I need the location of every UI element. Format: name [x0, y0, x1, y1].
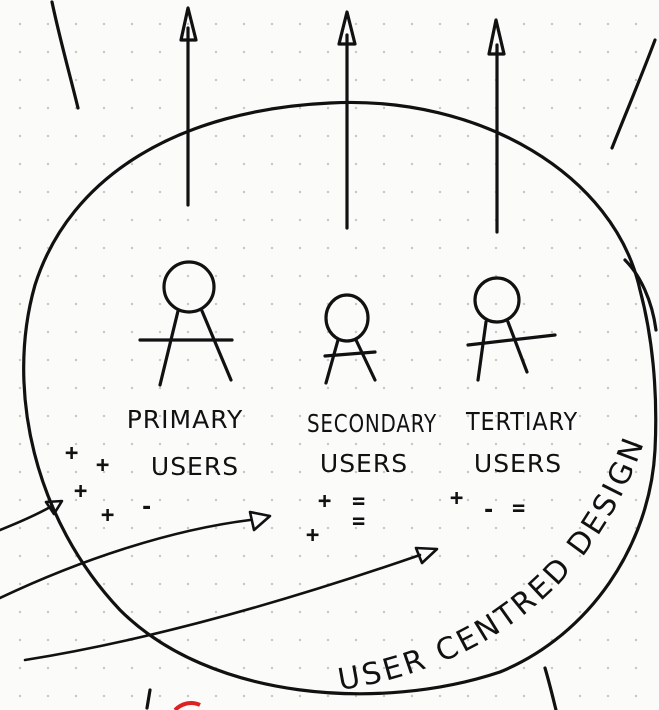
secondary-label-line1: SECONDARY — [307, 409, 437, 438]
boundary-circle — [24, 102, 656, 693]
secondary-sign: = — [352, 509, 365, 534]
red-mark — [175, 703, 200, 710]
person-icon — [468, 278, 555, 380]
corner-stroke-left — [52, 2, 78, 108]
primary-label-line1: PRIMARY — [127, 405, 244, 434]
bottom-stroke-left — [147, 690, 150, 708]
arrow-up-icon — [489, 20, 504, 232]
tertiary-label-line2: USERS — [474, 449, 562, 478]
tertiary-sign: + — [450, 486, 463, 511]
corner-stroke-right — [612, 40, 655, 148]
secondary-sign: + — [318, 489, 331, 514]
secondary-label-line2: USERS — [320, 449, 408, 478]
primary-sign: - — [140, 495, 153, 520]
bottom-stroke-right — [545, 668, 556, 710]
arrow-in-icon — [0, 501, 62, 530]
tertiary-sign: = — [512, 496, 525, 521]
arrow-up-icon — [181, 8, 196, 205]
arrow-in-icon — [0, 512, 270, 598]
tertiary-label-line1: TERTIARY — [465, 407, 578, 436]
tertiary-sign: - — [482, 498, 495, 523]
secondary-sign: + — [306, 523, 319, 548]
primary-label-line2: USERS — [151, 452, 239, 481]
primary-sign: + — [101, 503, 114, 528]
primary-sign: + — [65, 441, 78, 466]
arrow-up-icon — [339, 12, 355, 228]
arrow-in-icon — [25, 548, 437, 660]
primary-sign: + — [96, 453, 109, 478]
person-icon — [325, 295, 375, 383]
person-icon — [140, 262, 232, 385]
primary-sign: + — [74, 479, 87, 504]
